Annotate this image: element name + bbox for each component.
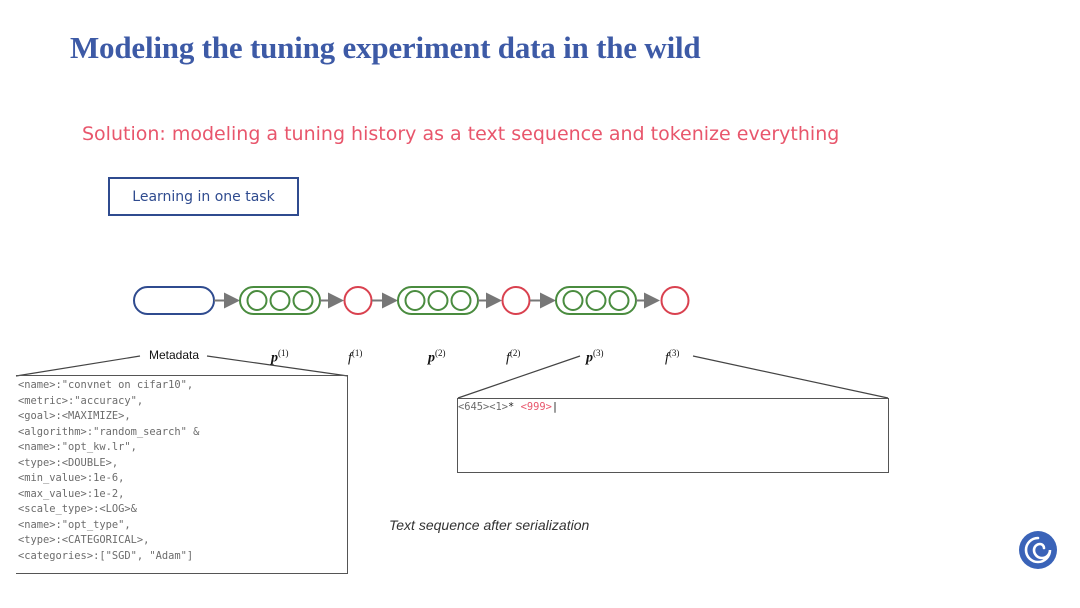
param-dot bbox=[246, 290, 268, 311]
token-text: <645><1> bbox=[458, 401, 509, 413]
param-dot bbox=[427, 290, 449, 311]
metadata-line: <algorithm>:"random_search" & bbox=[18, 425, 200, 438]
metadata-line: <name>:"opt_kw.lr", bbox=[18, 441, 137, 453]
metadata-line: <goal>:<MAXIMIZE>, bbox=[18, 410, 131, 422]
metadata-box: <name>:"convnet on cifar10", <metric>:"a… bbox=[16, 375, 348, 574]
metadata-line: <type>:<DOUBLE>, bbox=[18, 456, 119, 469]
label-f3: f(3) bbox=[665, 348, 680, 366]
label-p1: p(1) bbox=[271, 348, 289, 366]
param-dot bbox=[269, 290, 291, 311]
param-dot bbox=[585, 290, 607, 311]
zoom-line bbox=[206, 355, 349, 377]
param-dot bbox=[562, 290, 584, 311]
zoom-line bbox=[692, 355, 889, 399]
deepmind-logo-icon bbox=[1019, 531, 1057, 569]
token-sequence-box: <645><1>* <999>| bbox=[457, 398, 889, 473]
slide-subtitle: Solution: modeling a tuning history as a… bbox=[82, 123, 840, 145]
label-p2: p(2) bbox=[428, 348, 446, 366]
result-node-3 bbox=[660, 286, 690, 315]
metadata-line: <scale_type>:<LOG>& bbox=[18, 503, 137, 515]
param-dot bbox=[404, 290, 426, 311]
metadata-line: <type>:<CATEGORICAL>, bbox=[18, 534, 150, 546]
result-node-1 bbox=[343, 286, 373, 315]
zoom-line bbox=[15, 355, 141, 377]
param-dot bbox=[608, 290, 630, 311]
token-star: * bbox=[508, 401, 521, 413]
label-f1: f(1) bbox=[348, 348, 363, 366]
label-p3: p(3) bbox=[586, 348, 604, 366]
zoom-line bbox=[457, 355, 581, 399]
text-cursor: | bbox=[551, 401, 559, 413]
param-dot bbox=[292, 290, 314, 311]
task-box: Learning in one task bbox=[108, 177, 299, 216]
metadata-node bbox=[133, 286, 215, 315]
result-node-2 bbox=[501, 286, 531, 315]
caption: Text sequence after serialization bbox=[389, 517, 590, 533]
metadata-line: <name>:"opt_type", bbox=[18, 518, 131, 531]
metadata-line: <name>:"convnet on cifar10", bbox=[18, 379, 194, 391]
metadata-line: <min_value>:1e-6, bbox=[18, 472, 125, 484]
metadata-label: Metadata bbox=[149, 348, 200, 362]
metadata-line: <categories>:["SGD", "Adam"] bbox=[18, 549, 194, 562]
slide-title: Modeling the tuning experiment data in t… bbox=[70, 30, 701, 65]
label-f2: f(2) bbox=[506, 348, 521, 366]
token-red: <999> bbox=[520, 401, 552, 413]
metadata-line: <max_value>:1e-2, bbox=[18, 487, 125, 500]
metadata-line: <metric>:"accuracy", bbox=[18, 394, 144, 407]
param-dot bbox=[450, 290, 472, 311]
